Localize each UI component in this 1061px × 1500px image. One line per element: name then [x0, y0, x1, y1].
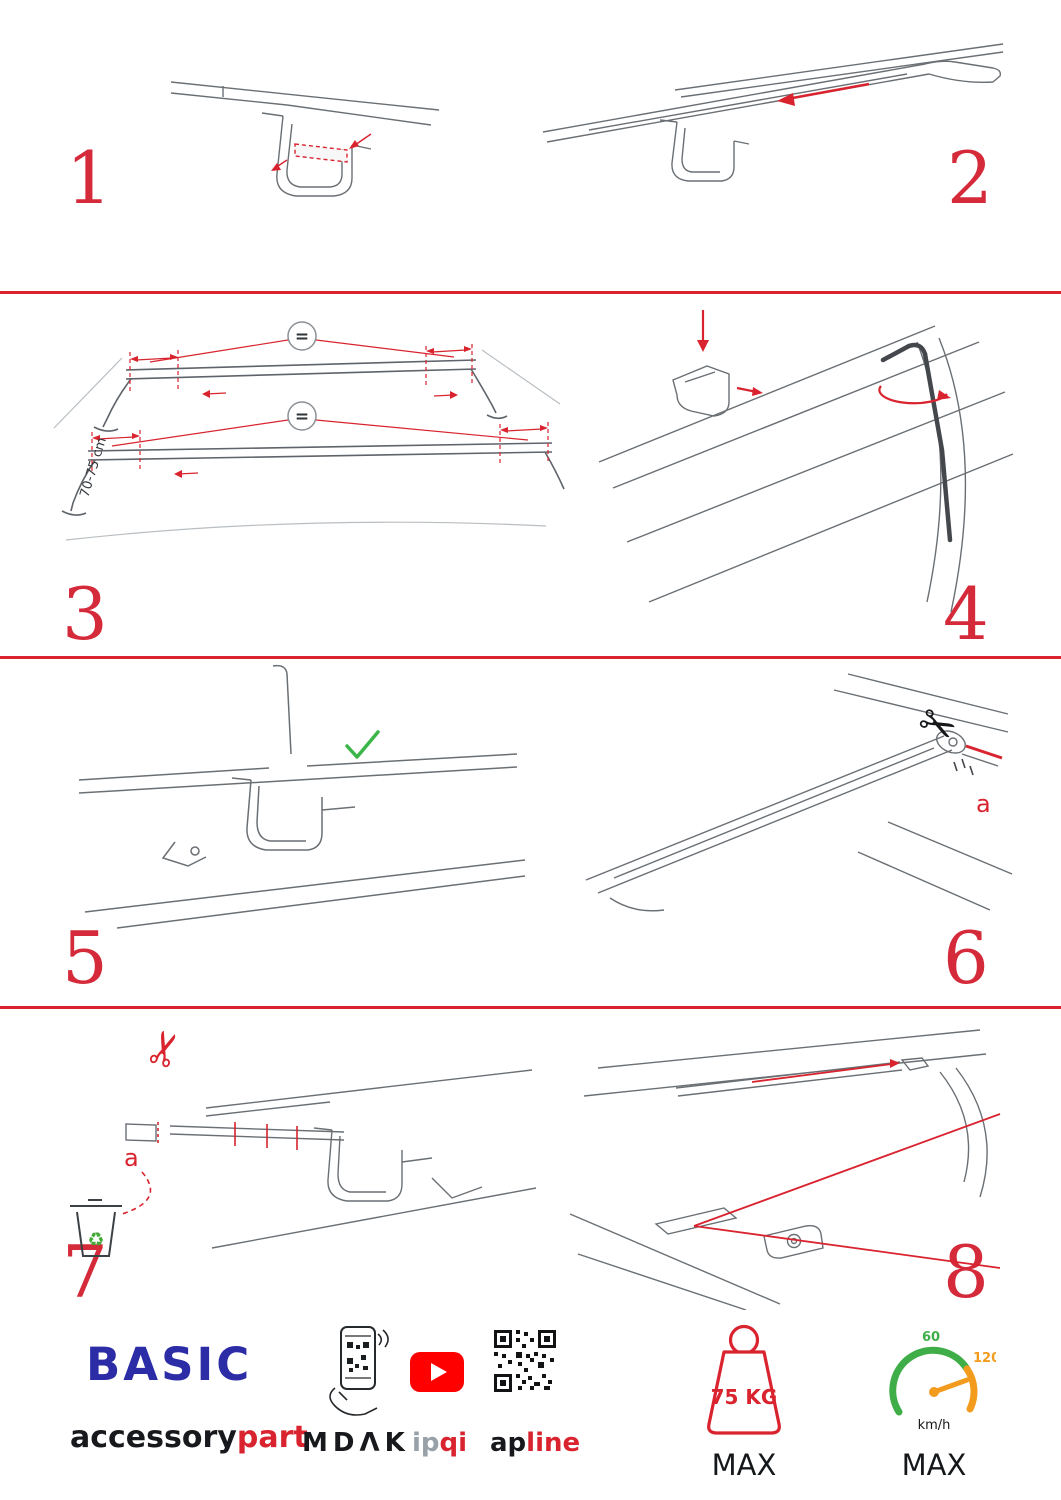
- bar-spacing-dimension: 70-75 cm: [77, 436, 109, 499]
- cut-point-label: a: [976, 790, 991, 818]
- brand-logo: BASIC: [86, 1338, 252, 1391]
- dimension-annotations: [91, 339, 549, 475]
- step-2-drawing: [542, 43, 1004, 182]
- step-4-drawing: [598, 310, 1014, 613]
- step-8-number: 8: [943, 1230, 989, 1314]
- step-8-drawing: [569, 1029, 1001, 1310]
- trash-bin-icon: [70, 1199, 122, 1257]
- apline-logo: apline: [490, 1428, 581, 1458]
- brand-sub: accessorypart: [70, 1420, 308, 1455]
- mdak-logo: MDΛK: [302, 1428, 410, 1458]
- equals-badge-top: =: [295, 327, 309, 347]
- step-5-drawing: [78, 664, 526, 929]
- slide-arrow: [777, 82, 870, 106]
- speed-high: 120: [973, 1351, 996, 1366]
- scissors-icon: ✂: [133, 1022, 196, 1075]
- step-3-number: 3: [62, 572, 108, 656]
- red-divider-3: [0, 1006, 1061, 1009]
- speed-max-label: MAX: [901, 1448, 967, 1482]
- weight-value: 75 KG: [711, 1385, 778, 1409]
- brand-sub-black: accessory: [70, 1420, 237, 1455]
- step-2-number: 2: [947, 136, 993, 220]
- scissors-icon: ✂: [909, 695, 966, 757]
- weight-max-icon: 75 KG: [707, 1324, 781, 1435]
- speed-needle: [931, 1377, 970, 1395]
- step-4-number: 4: [943, 572, 989, 656]
- youtube-icon: [410, 1352, 464, 1392]
- cut-piece-label: a: [124, 1144, 139, 1172]
- step-1-number: 1: [66, 136, 112, 220]
- step-1-drawing: [170, 81, 440, 197]
- step-6-drawing: ✂ a: [585, 673, 1013, 912]
- qr-code-icon: [494, 1330, 556, 1392]
- equals-badge-bottom: =: [295, 407, 309, 427]
- speedometer-icon: 60 120 km/h: [889, 1330, 996, 1433]
- rubber-strip-end: [965, 744, 1003, 760]
- allen-key: [880, 342, 953, 543]
- tighten-arrows: [701, 310, 948, 405]
- red-divider-2: [0, 656, 1061, 659]
- red-divider-1: [0, 291, 1061, 294]
- check-icon: [345, 730, 380, 759]
- step-7-drawing: ✂ a ♻: [70, 1022, 537, 1257]
- recycle-icon: ♻: [87, 1229, 104, 1251]
- speed-low: 60: [922, 1330, 940, 1345]
- brand-sub-red: part: [236, 1420, 308, 1455]
- weight-max-label: MAX: [711, 1448, 777, 1482]
- pointer-lines: [693, 1063, 1001, 1269]
- speed-unit: km/h: [918, 1418, 951, 1433]
- cut-marks: [121, 1122, 298, 1215]
- step-5-number: 5: [62, 916, 108, 1000]
- step-3-drawing: = = 70-75 cm: [53, 321, 565, 541]
- brand-text: BASIC: [86, 1338, 253, 1391]
- step-6-number: 6: [943, 916, 989, 1000]
- step-7-number: 7: [62, 1230, 108, 1314]
- phone-scan-icon: [329, 1326, 389, 1416]
- ipqi-logo: ipqi: [412, 1428, 468, 1458]
